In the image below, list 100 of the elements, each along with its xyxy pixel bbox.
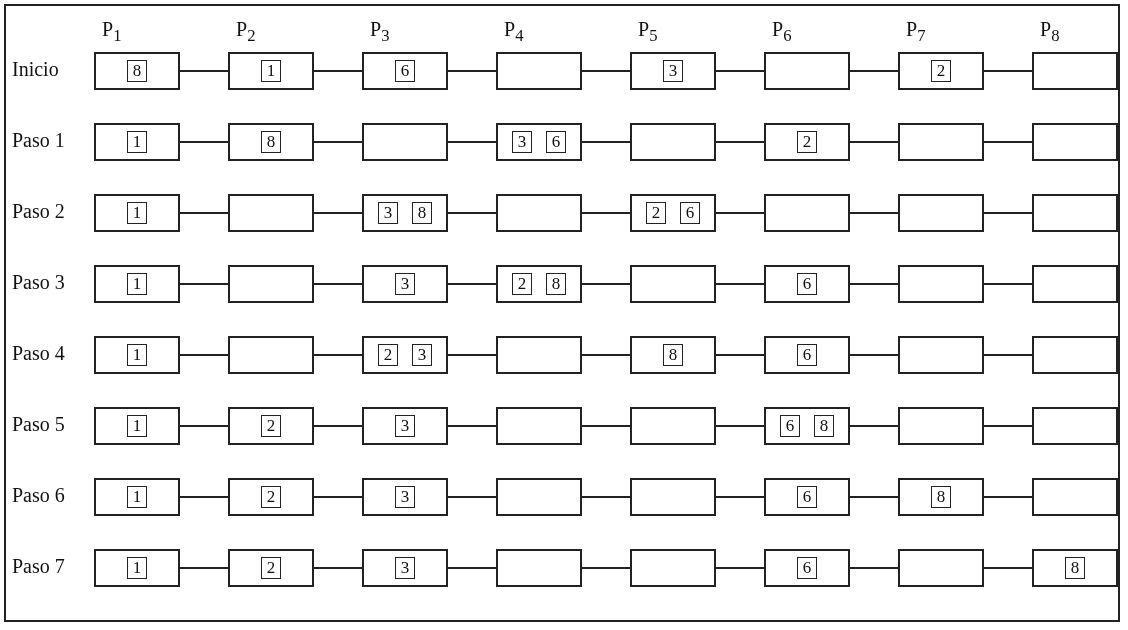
item-box: 3 <box>412 344 432 366</box>
item-box: 6 <box>797 486 817 508</box>
connector-line <box>983 141 1033 143</box>
item-box: 6 <box>797 344 817 366</box>
item-box: 6 <box>780 415 800 437</box>
connector-line <box>849 354 899 356</box>
connector-line <box>179 141 229 143</box>
connector-line <box>179 212 229 214</box>
item-box: 3 <box>663 60 683 82</box>
item-box: 8 <box>261 131 281 153</box>
column-label: P$_{2}$ <box>236 18 256 46</box>
processor-box <box>362 549 448 587</box>
column-label: P$_{4}$ <box>504 18 524 46</box>
connector-line <box>447 212 497 214</box>
processor-box <box>630 478 716 516</box>
item-box: 8 <box>127 60 147 82</box>
connector-line <box>849 141 899 143</box>
connector-line <box>447 567 497 569</box>
processor-box <box>496 336 582 374</box>
connector-line <box>313 496 363 498</box>
item-box: 1 <box>127 344 147 366</box>
item-box: 8 <box>814 415 834 437</box>
processor-box <box>362 265 448 303</box>
item-box: 2 <box>261 415 281 437</box>
processor-box <box>94 549 180 587</box>
item-box: 6 <box>546 131 566 153</box>
processor-box <box>764 52 850 90</box>
processor-box <box>764 123 850 161</box>
processor-box <box>496 194 582 232</box>
row-label: Inicio <box>12 58 59 81</box>
connector-line <box>447 283 497 285</box>
connector-line <box>849 567 899 569</box>
connector-line <box>715 212 765 214</box>
column-label: P$_{7}$ <box>906 18 926 46</box>
connector-line <box>179 70 229 72</box>
item-box: 1 <box>127 486 147 508</box>
connector-line <box>715 141 765 143</box>
processor-box <box>764 336 850 374</box>
row-label: Paso 4 <box>12 342 65 365</box>
item-box: 6 <box>395 60 415 82</box>
processor-box <box>94 478 180 516</box>
processor-box <box>228 52 314 90</box>
connector-line <box>715 283 765 285</box>
processor-box <box>94 52 180 90</box>
row-label: Paso 1 <box>12 129 65 152</box>
column-label: P$_{5}$ <box>638 18 658 46</box>
processor-box <box>496 265 582 303</box>
item-box: 1 <box>261 60 281 82</box>
item-box: 6 <box>680 202 700 224</box>
processor-box <box>1032 549 1118 587</box>
item-box: 1 <box>127 273 147 295</box>
item-box: 1 <box>127 415 147 437</box>
processor-box <box>228 265 314 303</box>
processor-box <box>898 123 984 161</box>
connector-line <box>581 354 631 356</box>
processor-box <box>94 407 180 445</box>
connector-line <box>849 425 899 427</box>
item-box: 3 <box>395 415 415 437</box>
connector-line <box>715 425 765 427</box>
processor-box <box>1032 194 1118 232</box>
processor-box <box>228 194 314 232</box>
item-box: 3 <box>395 557 415 579</box>
item-box: 8 <box>546 273 566 295</box>
processor-box <box>630 194 716 232</box>
item-box: 2 <box>261 486 281 508</box>
connector-line <box>983 425 1033 427</box>
processor-box <box>1032 407 1118 445</box>
processor-box <box>228 336 314 374</box>
processor-box <box>898 407 984 445</box>
connector-line <box>179 354 229 356</box>
item-box: 2 <box>378 344 398 366</box>
connector-line <box>313 70 363 72</box>
processor-box <box>764 407 850 445</box>
processor-box <box>764 549 850 587</box>
connector-line <box>581 141 631 143</box>
connector-line <box>581 425 631 427</box>
connector-line <box>581 567 631 569</box>
processor-box <box>362 123 448 161</box>
item-box: 1 <box>127 202 147 224</box>
processor-box <box>496 52 582 90</box>
connector-line <box>447 70 497 72</box>
item-box: 2 <box>261 557 281 579</box>
processor-box <box>898 265 984 303</box>
connector-line <box>447 141 497 143</box>
connector-line <box>983 496 1033 498</box>
connector-line <box>313 354 363 356</box>
item-box: 3 <box>395 273 415 295</box>
connector-line <box>313 283 363 285</box>
item-box: 2 <box>646 202 666 224</box>
row-label: Paso 2 <box>12 200 65 223</box>
processor-box <box>898 336 984 374</box>
processor-box <box>898 549 984 587</box>
item-box: 2 <box>512 273 532 295</box>
column-label: P$_{6}$ <box>772 18 792 46</box>
processor-box <box>630 123 716 161</box>
column-label: P$_{3}$ <box>370 18 390 46</box>
processor-box <box>496 407 582 445</box>
item-box: 2 <box>931 60 951 82</box>
connector-line <box>447 425 497 427</box>
column-label: P$_{8}$ <box>1040 18 1060 46</box>
